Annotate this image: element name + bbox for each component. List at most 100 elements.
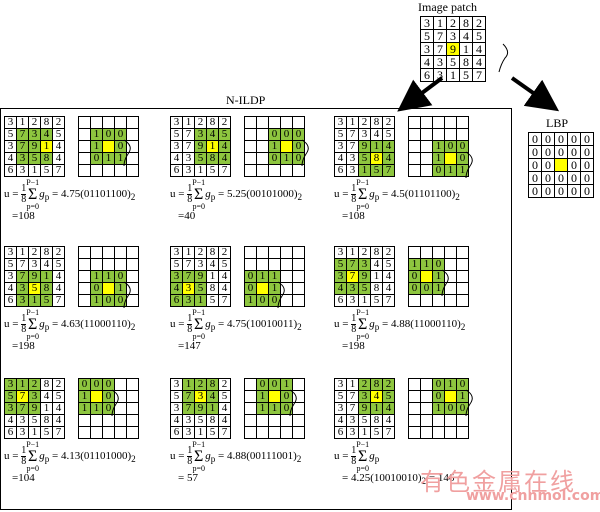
formula-result: =198: [342, 340, 365, 352]
watermark-cn: 有色金属在线: [420, 468, 576, 496]
circular-arrow-path: [289, 389, 297, 417]
panel-bit-cell: 1: [456, 164, 469, 177]
panel-bit-cell: 0: [456, 140, 469, 153]
lbp-title: LBP: [546, 116, 569, 130]
panel-circular-arrow: [123, 281, 131, 309]
panel-patch-cell: 9: [194, 402, 207, 415]
panel-bit-cell: [126, 294, 139, 307]
panel-bit-cell: [280, 140, 293, 153]
panel-patch-cell: 5: [206, 294, 219, 307]
panel-bit-cell: 1: [102, 152, 115, 165]
frac-den: 8: [187, 194, 193, 205]
sigma-top: P−1: [26, 178, 40, 187]
panel-patch-cell: 5: [218, 128, 231, 141]
frac-num: 1: [187, 313, 193, 324]
panel-patch-cell: 4: [382, 414, 395, 427]
panel-patch-cell: 2: [52, 246, 65, 259]
panel-bit-cell: 0: [102, 378, 115, 391]
formula-result: =104: [12, 472, 35, 484]
panel-bit-cell: 0: [256, 294, 269, 307]
panel-patch-cell: 7: [218, 164, 231, 177]
panel-patch-cell: 7: [52, 426, 65, 439]
frac-den: 8: [21, 324, 27, 335]
arrow-to-lbp: [510, 76, 560, 112]
panel-bit-cell: 0: [114, 294, 127, 307]
panel-bit-cell: 1: [280, 378, 293, 391]
sigma-bottom: p=0: [192, 202, 205, 211]
panel-bit-cell: [292, 294, 305, 307]
sigma-top: P−1: [356, 440, 370, 449]
panel-patch-cell: 3: [358, 390, 371, 403]
formula-result: =147: [178, 340, 201, 352]
formula-u: u =: [170, 318, 188, 331]
panel-bit-cell: 0: [268, 128, 281, 141]
formula-u: u =: [170, 188, 188, 201]
panel-patch-cell: 8: [206, 152, 219, 165]
panel-bit-cell: 1: [256, 390, 269, 403]
patch-circular-arrow: [498, 43, 509, 73]
formula-result: =40: [178, 210, 196, 222]
panel-patch-cell: 2: [194, 378, 207, 391]
panel-patch-cell: 1: [40, 270, 53, 283]
lbp-cell: 0: [580, 145, 594, 159]
formula-value: = 4.75(01101100)2: [49, 188, 136, 203]
n-ildp-title: N-ILDP: [226, 93, 266, 107]
formula-result: = 4.25(10010010)2 = 146: [342, 472, 455, 487]
panel-bit-cell: 1: [268, 282, 281, 295]
panel-bit-cell: 0: [292, 140, 305, 153]
patch-cell: 7: [472, 68, 486, 82]
panel-patch-cell: 6: [334, 294, 347, 307]
panel-bit-cell: [126, 426, 139, 439]
panel-patch-cell: 6: [170, 294, 183, 307]
panel-bit-cell: [126, 164, 139, 177]
panel-patch-cell: 5: [358, 282, 371, 295]
panel-bit-cell: [456, 294, 469, 307]
frac-den: 8: [187, 456, 193, 467]
panel-patch-cell: 3: [28, 128, 41, 141]
sigma-bottom: p=0: [356, 202, 369, 211]
sigma-symbol: Σ: [358, 448, 368, 465]
formula-g: gp: [39, 318, 50, 333]
panel-patch-cell: 6: [170, 164, 183, 177]
formula-u: u =: [334, 450, 352, 463]
panel-patch-cell: 7: [382, 294, 395, 307]
panel-circular-arrow: [123, 139, 131, 167]
panel-patch-cell: 7: [52, 294, 65, 307]
panel-patch-cell: 6: [170, 426, 183, 439]
panel-bit-cell: [292, 426, 305, 439]
panel-patch-cell: 7: [218, 426, 231, 439]
panel-patch-cell: 7: [16, 402, 29, 415]
formula-g: gp: [39, 188, 50, 203]
sigma-bottom: p=0: [192, 464, 205, 473]
panel-bit-cell: 0: [292, 152, 305, 165]
circular-arrow-path: [123, 281, 131, 309]
panel-patch-cell: 7: [52, 164, 65, 177]
lbp-cell: 0: [580, 184, 594, 198]
panel-bit-cell: 1: [256, 402, 269, 415]
sigma-bottom: p=0: [26, 332, 39, 341]
sigma-bottom: p=0: [356, 332, 369, 341]
panel-patch-cell: 1: [16, 378, 29, 391]
panel-circular-arrow: [441, 269, 449, 297]
patch-cell: 4: [472, 55, 486, 69]
sigma-symbol: Σ: [28, 448, 38, 465]
panel-patch-cell: 8: [40, 282, 53, 295]
